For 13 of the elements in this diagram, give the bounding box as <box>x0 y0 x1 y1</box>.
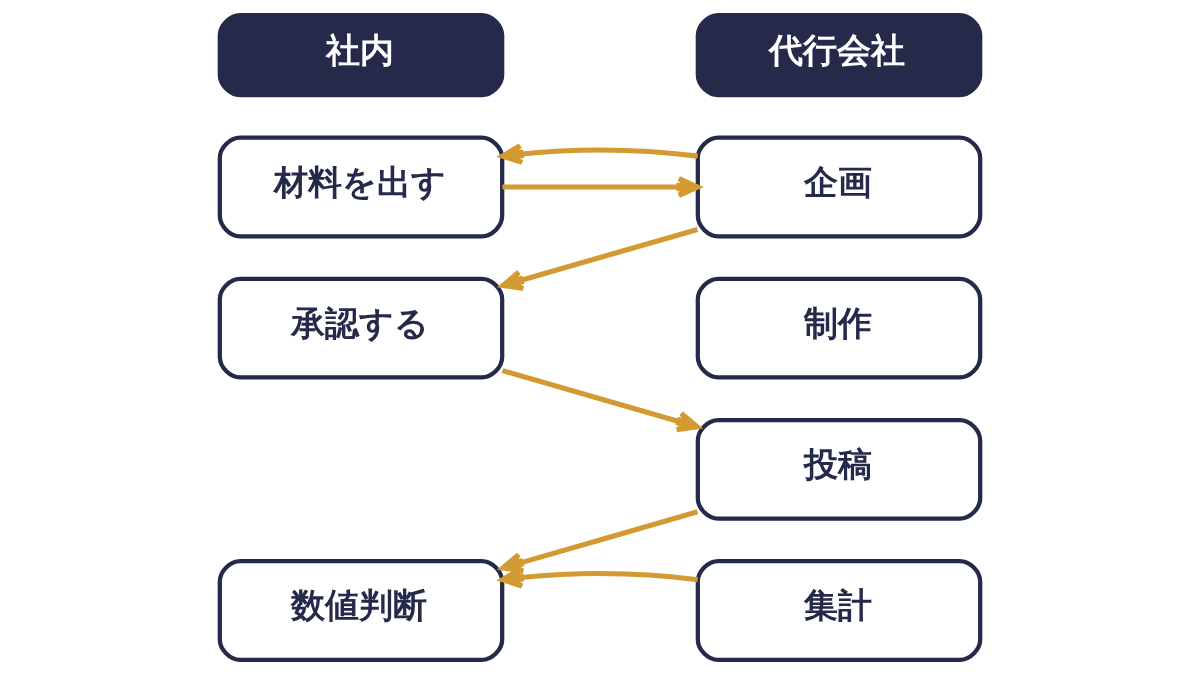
node-box: 集計 <box>695 559 983 662</box>
node-box: 投稿 <box>695 417 983 521</box>
node-box: 材料を出す <box>217 135 505 239</box>
node-box: 企画 <box>695 135 983 239</box>
arrow <box>500 227 699 291</box>
node-box: 数値判断 <box>217 559 505 662</box>
node-box: 社内 <box>217 13 505 98</box>
arrow <box>501 368 700 433</box>
node-box: 代行会社 <box>695 13 983 98</box>
node-box: 制作 <box>695 276 983 380</box>
node-box: 承認する <box>217 276 505 380</box>
arrow <box>502 176 701 198</box>
arrow <box>499 143 698 165</box>
